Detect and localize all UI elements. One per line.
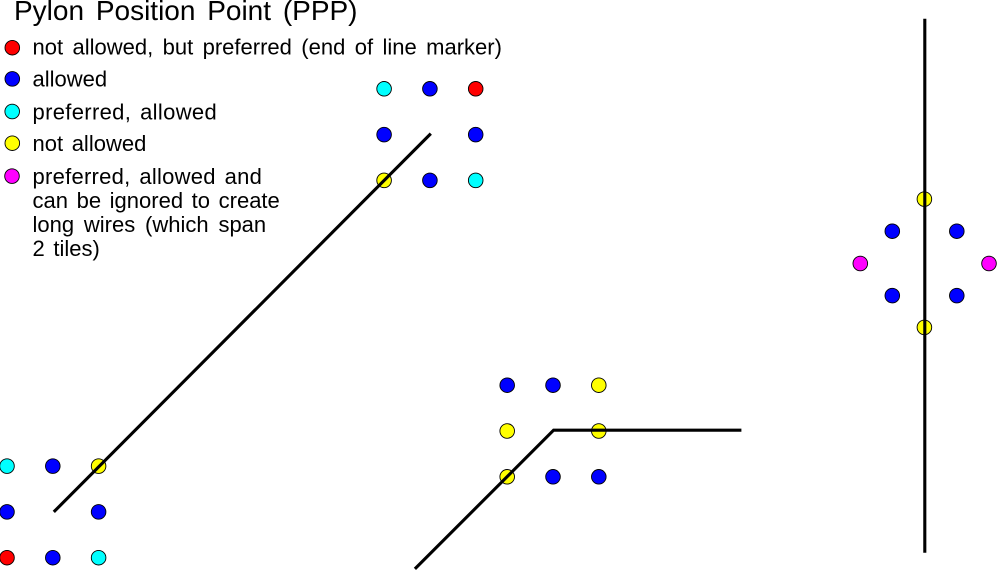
svg-text:not allowed: not allowed — [33, 131, 147, 156]
svg-text:can be ignored to create: can be ignored to create — [33, 188, 280, 213]
svg-text:allowed: allowed — [33, 67, 108, 92]
svg-text:2 tiles): 2 tiles) — [33, 236, 100, 261]
svg-text:not allowed, but preferred (en: not allowed, but preferred (end of line … — [33, 35, 502, 60]
svg-text:Pylon Position Point (PPP): Pylon Position Point (PPP) — [14, 0, 358, 26]
svg-text:preferred, allowed: preferred, allowed — [33, 100, 218, 125]
svg-text:preferred, allowed and: preferred, allowed and — [33, 164, 263, 189]
svg-text:long wires (which span: long wires (which span — [33, 212, 267, 237]
